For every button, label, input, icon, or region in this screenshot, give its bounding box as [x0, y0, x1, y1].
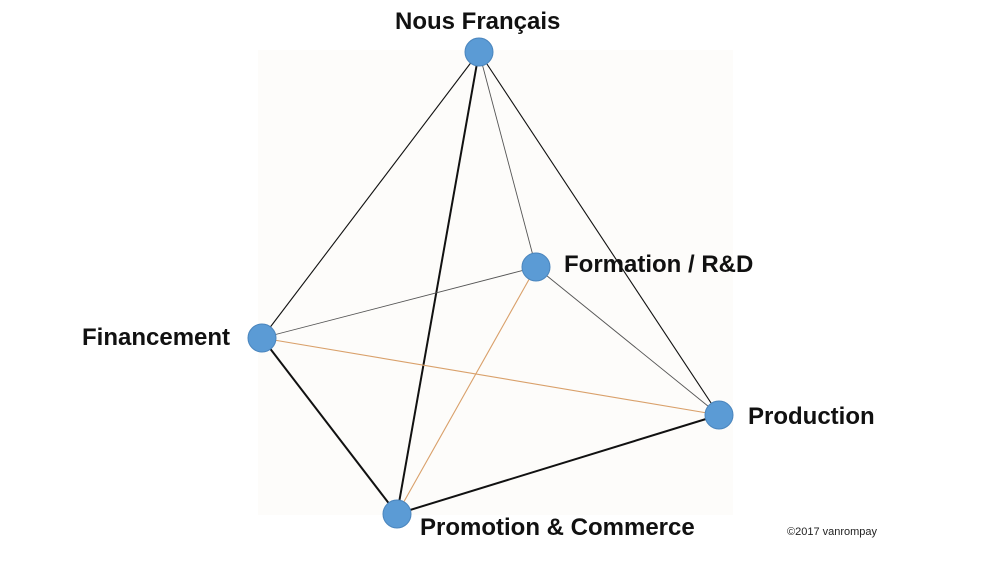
node-promotion	[382, 499, 412, 529]
node-nous	[464, 37, 494, 67]
edge-formation-promotion	[396, 266, 537, 515]
edge-nous-financement	[261, 51, 480, 339]
edge-financement-production	[261, 337, 720, 416]
node-label-production: Production	[748, 403, 875, 430]
node-label-financement: Financement	[82, 324, 231, 351]
edge-nous-formation	[478, 51, 537, 268]
node-formation	[521, 252, 551, 282]
edges-layer	[261, 51, 720, 515]
edge-formation-production	[535, 266, 720, 416]
node-label-nous-francais: Nous Français	[395, 8, 561, 35]
copyright-notice: ©2017 vanrompay	[787, 526, 878, 538]
edge-nous-production	[478, 51, 720, 416]
node-financement	[247, 323, 277, 353]
nodes-layer	[247, 37, 734, 529]
node-label-promotion-commerce: Promotion & Commerce	[420, 514, 695, 541]
node-production	[704, 400, 734, 430]
edge-promotion-production	[396, 414, 720, 515]
edge-financement-promotion	[261, 337, 398, 515]
edge-financement-formation	[261, 266, 537, 339]
node-label-formation-rd: Formation / R&D	[564, 251, 754, 278]
edge-nous-promotion	[396, 51, 480, 515]
